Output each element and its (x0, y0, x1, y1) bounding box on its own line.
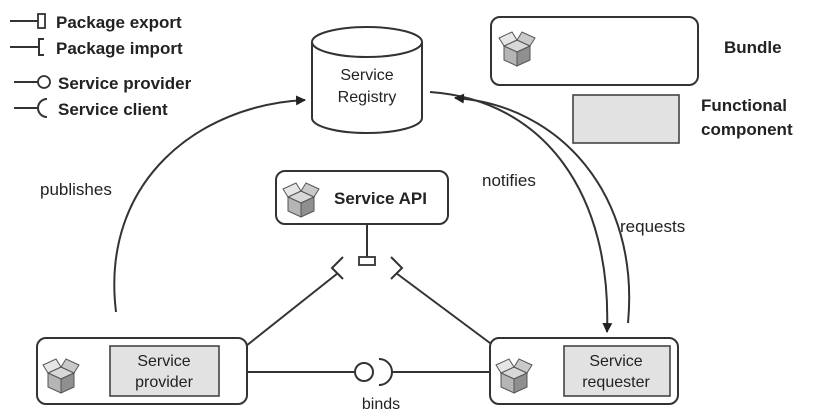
service-provider-legend: Service provider (14, 74, 192, 93)
service-client-legend: Service client (14, 98, 168, 119)
package-export-icon (37, 13, 46, 29)
requester-functional-component (563, 345, 671, 397)
service-api-node: Service API (275, 170, 449, 225)
service-client-socket (378, 358, 393, 386)
package-export-label: Package export (56, 13, 182, 32)
package-import-icon (38, 38, 44, 56)
functional-component-legend-box (572, 94, 680, 144)
bundle-legend-label: Bundle (724, 38, 782, 57)
provider-package-import (245, 256, 344, 347)
functional-component-label-line1: Functional (701, 96, 787, 115)
publishes-edge: publishes (40, 95, 306, 313)
registry-label-line2: Registry (338, 89, 397, 106)
functional-component-label-line2: component (701, 120, 793, 139)
provider-label-line2: provider (135, 374, 193, 391)
bundle-legend-box (490, 16, 699, 86)
service-registry-node: Service Registry (311, 26, 423, 134)
service-provider-node: Service provider (36, 337, 248, 405)
package-import-legend: Package import (10, 38, 183, 58)
publishes-label: publishes (40, 180, 112, 199)
bundle-legend: Bundle (490, 16, 782, 86)
functional-component-legend: Functional component (572, 94, 793, 144)
registry-label-line1: Service (340, 67, 393, 84)
binds-label: binds (362, 396, 400, 412)
provider-label-line1: Service (137, 353, 190, 370)
requester-label-line1: Service (589, 353, 642, 370)
notifies-label: notifies (482, 171, 536, 190)
package-export-legend: Package export (10, 13, 182, 32)
binds-connection: binds (247, 358, 490, 412)
package-export-connector (358, 224, 376, 266)
requester-package-import (390, 256, 495, 347)
requests-edge: requests (454, 93, 685, 324)
service-api-label: Service API (334, 189, 427, 208)
service-client-legend-label: Service client (58, 100, 168, 119)
provider-functional-component (109, 345, 220, 397)
requests-label: requests (620, 217, 685, 236)
legend: Package export Package import Service pr… (10, 13, 192, 119)
requester-label-line2: requester (582, 374, 650, 391)
service-provider-legend-label: Service provider (58, 74, 192, 93)
service-provider-lollipop-icon (37, 75, 51, 89)
package-import-label: Package import (56, 39, 183, 58)
service-client-socket-icon (37, 98, 48, 118)
service-requester-node: Service requester (489, 337, 679, 405)
provided-service-lollipop (354, 362, 374, 382)
